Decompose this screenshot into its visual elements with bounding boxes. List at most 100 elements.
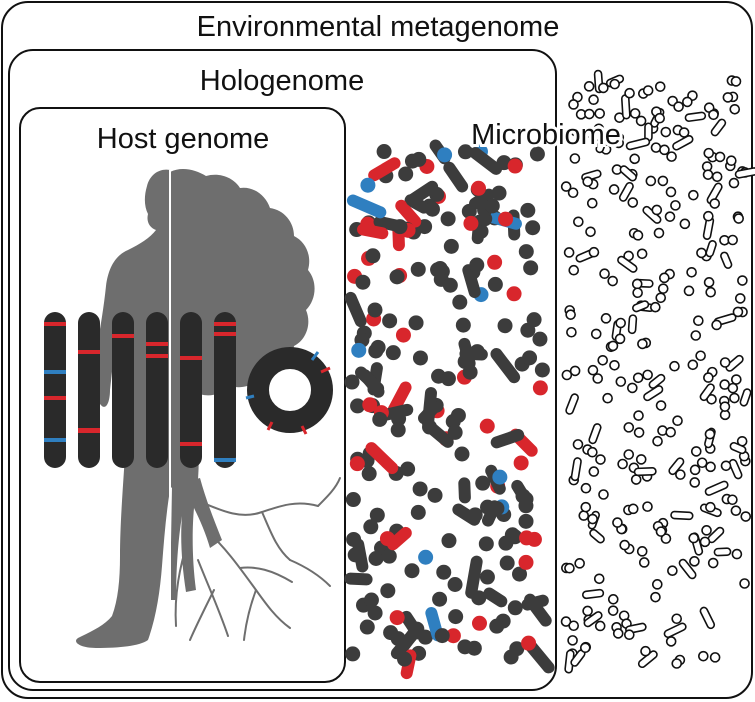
coccus-cell xyxy=(689,556,700,567)
coccus-cell xyxy=(454,446,470,462)
tree-canopy xyxy=(170,169,315,396)
coccus-cell xyxy=(588,466,600,477)
rod-cell xyxy=(619,165,637,182)
coccus-cell xyxy=(590,328,602,340)
coccus-cell xyxy=(567,187,579,199)
coccus-cell xyxy=(478,536,494,552)
coccus-cell xyxy=(521,635,537,651)
coccus-cell xyxy=(701,525,712,536)
coccus-cell xyxy=(392,219,408,235)
chromosome-6 xyxy=(214,312,236,468)
coccus-cell xyxy=(349,456,365,472)
coccus-cell xyxy=(659,144,670,156)
rod-cell xyxy=(565,393,579,415)
human-silhouette xyxy=(76,169,170,648)
coccus-cell xyxy=(727,494,738,506)
coccus-cell xyxy=(573,216,584,228)
coccus-cell xyxy=(370,339,386,355)
coccus-cell xyxy=(640,645,651,657)
coccus-cell xyxy=(699,536,711,548)
coccus-cell xyxy=(602,392,613,404)
coccus-cell xyxy=(572,439,584,450)
coccus-cell xyxy=(362,397,378,413)
chromosome-1 xyxy=(44,312,66,468)
coccus-cell xyxy=(709,652,721,663)
coccus-cell xyxy=(369,507,385,523)
coccus-cell xyxy=(427,487,443,503)
rod-cell xyxy=(725,354,744,372)
coccus-cell xyxy=(623,629,635,641)
rod-cell xyxy=(699,383,715,402)
coccus-cell xyxy=(587,513,598,525)
rod-cell xyxy=(734,167,755,179)
rod-cell xyxy=(483,587,508,608)
rod-cell xyxy=(368,157,401,182)
rod-cell xyxy=(627,314,638,335)
coccus-cell xyxy=(720,460,732,472)
rod-cell xyxy=(670,510,694,521)
coccus-cell xyxy=(368,551,384,567)
rod-cell xyxy=(459,347,488,361)
coccus-cell xyxy=(612,628,624,639)
coccus-cell xyxy=(731,374,742,385)
coccus-cell xyxy=(653,227,665,239)
coccus-cell xyxy=(650,142,662,153)
coccus-cell xyxy=(703,277,715,288)
coccus-cell xyxy=(598,82,609,94)
coccus-cell xyxy=(587,446,598,458)
coccus-cell xyxy=(450,407,466,423)
environment-bacteria xyxy=(560,69,755,674)
coccus-cell xyxy=(390,422,406,438)
coccus-cell xyxy=(704,428,716,440)
coccus-cell xyxy=(689,464,701,476)
coccus-cell xyxy=(627,197,639,208)
coccus-cell xyxy=(669,360,680,372)
coccus-cell xyxy=(367,302,383,318)
chromosome-2 xyxy=(78,312,100,468)
coccus-cell xyxy=(726,155,737,167)
coccus-cell xyxy=(652,435,663,447)
coccus-cell xyxy=(563,247,575,258)
rod-cell xyxy=(648,373,666,389)
coccus-cell xyxy=(650,301,661,313)
coccus-cell xyxy=(380,583,396,599)
coccus-cell xyxy=(727,234,738,246)
coccus-cell xyxy=(598,489,609,500)
coccus-cell xyxy=(385,345,401,361)
coccus-cell xyxy=(441,533,457,549)
rod-cell xyxy=(395,199,422,228)
chromosome-icon xyxy=(44,312,236,468)
coccus-cell xyxy=(739,578,750,589)
rod-cell xyxy=(617,255,638,273)
coccus-cell xyxy=(695,350,706,362)
coccus-cell xyxy=(512,566,528,582)
coccus-cell xyxy=(607,594,619,605)
coccus-cell xyxy=(448,609,464,625)
coccus-cell xyxy=(678,127,690,138)
coccus-cell xyxy=(471,615,487,631)
coccus-cell xyxy=(565,309,576,320)
rod-cell xyxy=(469,188,495,210)
coccus-cell xyxy=(615,376,627,387)
coccus-cell xyxy=(506,286,522,302)
coccus-cell xyxy=(705,286,716,298)
coccus-cell xyxy=(727,382,739,394)
rod-cell xyxy=(390,630,418,660)
coccus-cell xyxy=(624,87,635,99)
coccus-cell xyxy=(592,373,604,384)
coccus-cell xyxy=(728,177,740,189)
coccus-cell xyxy=(355,274,371,290)
coccus-cell xyxy=(636,248,648,260)
coccus-cell xyxy=(635,454,647,465)
coccus-cell xyxy=(507,158,523,174)
rod-cell xyxy=(465,555,483,599)
coccus-cell xyxy=(708,109,719,121)
rod-cell xyxy=(705,240,717,258)
coccus-cell xyxy=(588,94,599,106)
rod-cell xyxy=(589,528,605,544)
coccus-cell xyxy=(560,181,572,192)
rod-cell xyxy=(595,132,609,154)
root-branches xyxy=(174,477,341,641)
coccus-cell xyxy=(447,576,463,592)
coccus-cell xyxy=(665,636,677,647)
